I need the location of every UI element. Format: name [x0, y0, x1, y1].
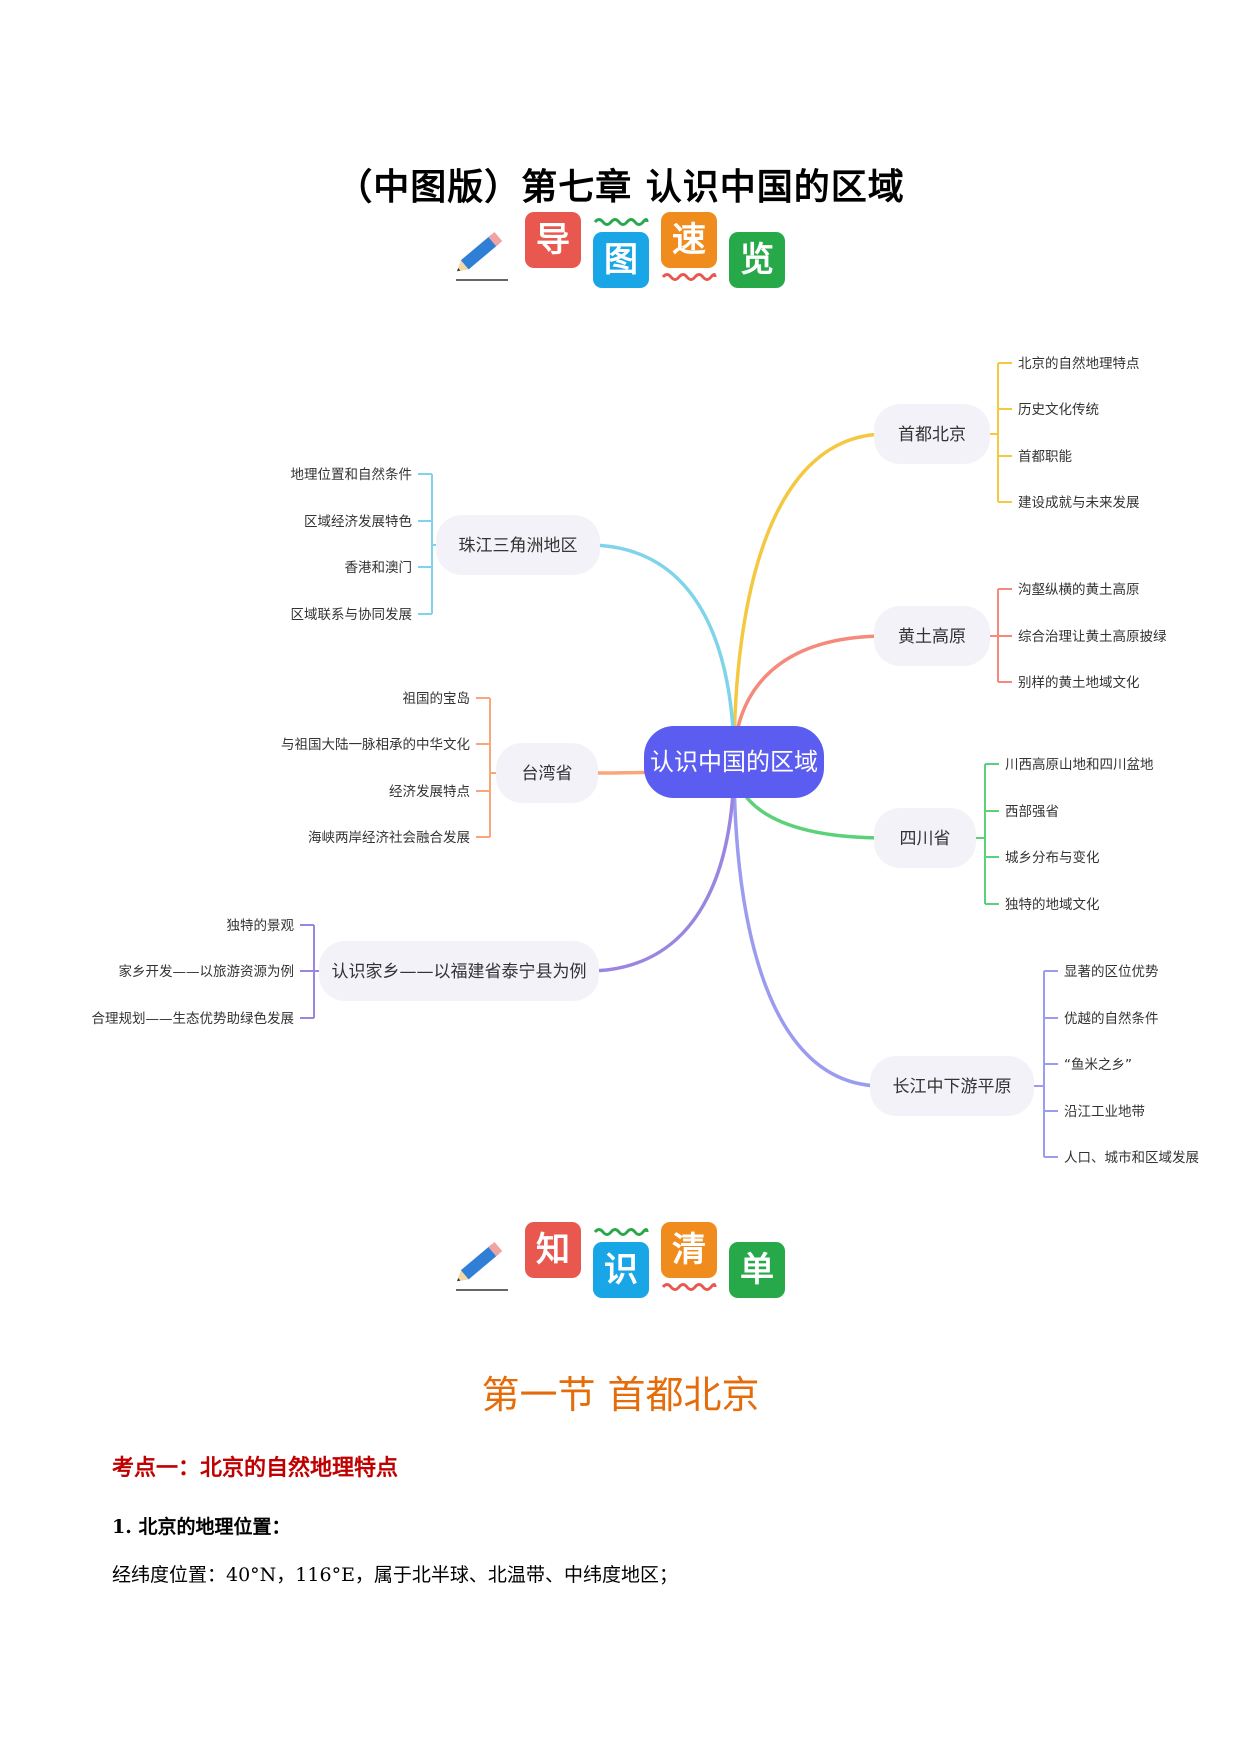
banner-tile-3: 速 — [661, 212, 717, 268]
leaf-label: 香港和澳门 — [345, 560, 413, 576]
pencil-icon — [456, 1241, 508, 1291]
wave-decoration — [593, 1228, 649, 1236]
knowledge-banner: 知 识 清 单 — [450, 1222, 810, 1302]
leaf-label: 海峡两岸经济社会融合发展 — [308, 830, 470, 846]
branch-node-bg — [319, 941, 599, 1001]
branch-connector — [586, 761, 736, 973]
branch-connector — [732, 761, 883, 1088]
banner-tile-4: 单 — [729, 1242, 785, 1298]
leaf-label: 区域经济发展特色 — [304, 513, 412, 530]
leaf-label: 独特的地域文化 — [1005, 897, 1100, 913]
leaf-label: 显著的区位优势 — [1064, 964, 1159, 980]
wave-decoration — [661, 273, 717, 281]
leaf-label: 历史文化传统 — [1018, 402, 1099, 418]
root-label: 认识中国的区域 — [650, 748, 818, 776]
branch-node-bg — [436, 515, 600, 575]
branch-node-bg — [874, 606, 990, 666]
leaf-label: 与祖国大陆一脉相承的中华文化 — [281, 737, 470, 753]
leaf-label: 别样的黄土地域文化 — [1018, 675, 1140, 691]
leaf-label: 建设成就与未来发展 — [1018, 495, 1140, 511]
banner-tile-3: 清 — [661, 1222, 717, 1278]
branch-label: 四川省 — [900, 829, 951, 849]
leaf-label: 川西高原山地和四川盆地 — [1005, 756, 1154, 773]
leaf-label: 祖国的宝岛 — [403, 691, 471, 707]
banner-tile-2: 识 — [593, 1242, 649, 1298]
branch-connector — [732, 432, 887, 763]
banner-tile-1: 导 — [525, 212, 581, 268]
leaf-label: “鱼米之乡” — [1064, 1056, 1132, 1073]
branch-label: 台湾省 — [522, 764, 573, 784]
leaf-label: 区域联系与协同发展 — [291, 607, 413, 623]
mindmap-banner: 导 图 速 览 — [450, 212, 810, 292]
banner-tile-2: 图 — [593, 232, 649, 288]
banner-tile-4: 览 — [729, 232, 785, 288]
wave-decoration — [661, 1283, 717, 1291]
branch-label: 黄土高原 — [898, 627, 966, 647]
leaf-label: 城乡分布与变化 — [1005, 850, 1100, 866]
branch-connector — [587, 543, 736, 763]
leaf-label: 沿江工业地带 — [1064, 1104, 1145, 1120]
branch-node-bg — [874, 404, 990, 464]
leaf-label: 家乡开发——以旅游资源为例 — [119, 963, 295, 980]
banner-tile-1: 知 — [525, 1222, 581, 1278]
section-title: 第一节 首都北京 — [481, 1373, 760, 1417]
branch-label: 珠江三角洲地区 — [459, 536, 578, 556]
leaf-label: 首都职能 — [1018, 449, 1072, 465]
sub-heading: 1. 北京的地理位置： — [112, 1516, 291, 1538]
wave-decoration — [593, 218, 649, 226]
leaf-label: 西部强省 — [1005, 804, 1059, 820]
leaf-label: 人口、城市和区域发展 — [1064, 1149, 1199, 1166]
branch-label: 认识家乡——以福建省泰宁县为例 — [332, 962, 587, 982]
leaf-label: 北京的自然地理特点 — [1018, 355, 1140, 372]
page-title: （中图版）第七章 认识中国的区域 — [336, 166, 905, 208]
leaf-label: 经济发展特点 — [389, 784, 470, 800]
branch-label: 长江中下游平原 — [893, 1077, 1012, 1097]
leaf-label: 独特的景观 — [227, 918, 295, 934]
branch-node-bg — [496, 743, 598, 803]
kaodian-heading: 考点一：北京的自然地理特点 — [112, 1456, 399, 1481]
branch-node-bg — [870, 1056, 1034, 1116]
leaf-label: 合理规划——生态优势助绿色发展 — [92, 1010, 295, 1027]
root-node-bg — [644, 726, 824, 798]
branch-node-bg — [874, 808, 976, 868]
pencil-icon — [456, 231, 508, 281]
paragraph: 经纬度位置：40°N，116°E，属于北半球、北温带、中纬度地区； — [112, 1564, 678, 1586]
branch-label: 首都北京 — [898, 425, 966, 445]
leaf-label: 优越的自然条件 — [1064, 1010, 1159, 1027]
leaf-label: 综合治理让黄土高原披绿 — [1018, 628, 1167, 645]
leaf-label: 地理位置和自然条件 — [291, 466, 413, 483]
leaf-label: 沟壑纵横的黄土高原 — [1018, 581, 1140, 598]
